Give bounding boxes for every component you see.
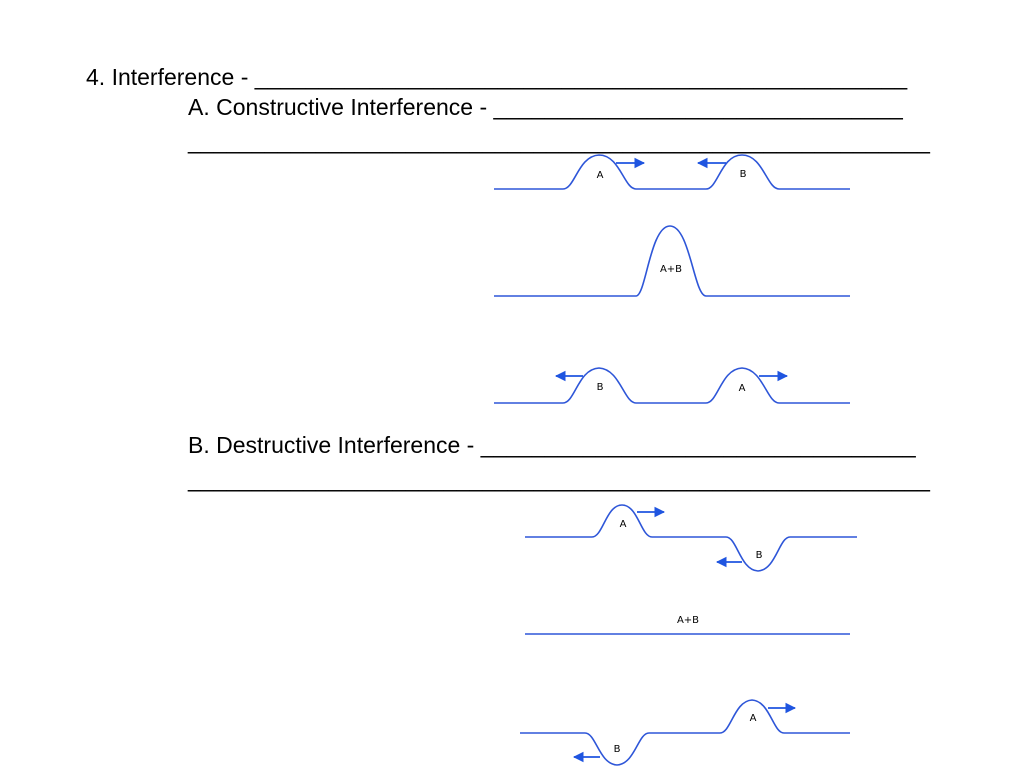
- heading-destructive-interference: B. Destructive Interference - __________…: [188, 432, 916, 458]
- pulse-label: B: [756, 550, 763, 561]
- sum-label: A+B: [677, 615, 699, 626]
- destructive-after-wave: [520, 699, 850, 766]
- heading-constructive-interference: A. Constructive Interference - _________…: [188, 94, 903, 120]
- pulse-label: A: [750, 713, 757, 724]
- destructive-answer-line: ________________________________________…: [188, 466, 930, 492]
- destructive-before-diagram: A B: [525, 504, 857, 572]
- constructive-answer-line: ________________________________________…: [188, 128, 930, 154]
- constructive-before-diagram: A B: [494, 154, 850, 190]
- heading-interference: 4. Interference - ______________________…: [86, 64, 908, 90]
- constructive-after-wave: [494, 367, 850, 404]
- destructive-before-wave: [525, 504, 857, 572]
- constructive-before-wave: [494, 154, 850, 190]
- pulse-label: B: [740, 169, 747, 180]
- pulse-label: A: [620, 519, 627, 530]
- pulse-label: A: [739, 383, 746, 394]
- constructive-overlap-wave: [494, 225, 850, 297]
- destructive-overlap-diagram: A+B: [525, 615, 850, 635]
- sum-label: A+B: [660, 264, 682, 275]
- constructive-overlap-diagram: A+B: [494, 225, 850, 297]
- destructive-after-diagram: B A: [520, 699, 850, 766]
- constructive-after-diagram: B A: [494, 367, 850, 404]
- pulse-label: B: [597, 382, 604, 393]
- pulse-label: A: [597, 170, 604, 181]
- pulse-label: B: [614, 744, 621, 755]
